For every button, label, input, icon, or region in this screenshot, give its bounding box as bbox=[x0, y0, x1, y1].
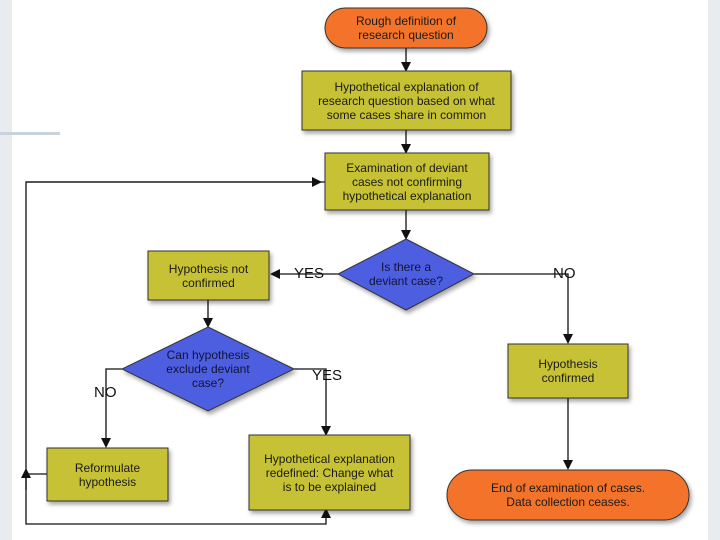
deviant-decision-label: Is there a deviant case? bbox=[368, 260, 444, 288]
exclude-decision bbox=[120, 326, 296, 412]
start-terminal bbox=[324, 7, 488, 49]
end-terminal bbox=[446, 469, 690, 521]
arrow-exclude-no bbox=[101, 368, 122, 448]
redefined-box bbox=[248, 434, 411, 511]
confirmed-label: Hypothesis confirmed bbox=[538, 357, 598, 385]
reformulate-box bbox=[46, 447, 169, 502]
reformulate-label: Reformulate hypothesis bbox=[74, 460, 141, 489]
confirmed-box bbox=[507, 343, 629, 399]
deviant-no-label: NO bbox=[553, 265, 576, 282]
arrow-decision-no bbox=[474, 273, 573, 344]
exclude-yes-label: YES bbox=[312, 367, 343, 384]
examination-label: Examination of deviant cases not confirm… bbox=[342, 160, 472, 203]
slide-frame-left bbox=[0, 0, 12, 540]
hypothesis-box bbox=[301, 70, 512, 131]
redefined-label: Hypothetical explanation redefined: Chan… bbox=[264, 451, 395, 494]
examination-box bbox=[324, 152, 490, 211]
hypothesis-label: Hypothetical explanation of research que… bbox=[318, 79, 495, 122]
slide-accent-line bbox=[0, 132, 60, 135]
slide-frame-right bbox=[708, 0, 720, 540]
exclude-decision-label: Can hypothesis exclude deviant case? bbox=[166, 348, 250, 390]
exclude-no-label: NO bbox=[94, 384, 117, 401]
not-confirmed-label: Hypothesis not confirmed bbox=[168, 261, 249, 290]
start-label: Rough definition of research question bbox=[355, 14, 457, 42]
deviant-decision bbox=[336, 238, 476, 311]
end-label: End of examination of cases. Data collec… bbox=[490, 481, 646, 509]
not-confirmed-box bbox=[147, 250, 270, 301]
deviant-yes-label: YES bbox=[294, 265, 325, 282]
arrow-exclude-yes bbox=[294, 368, 331, 436]
